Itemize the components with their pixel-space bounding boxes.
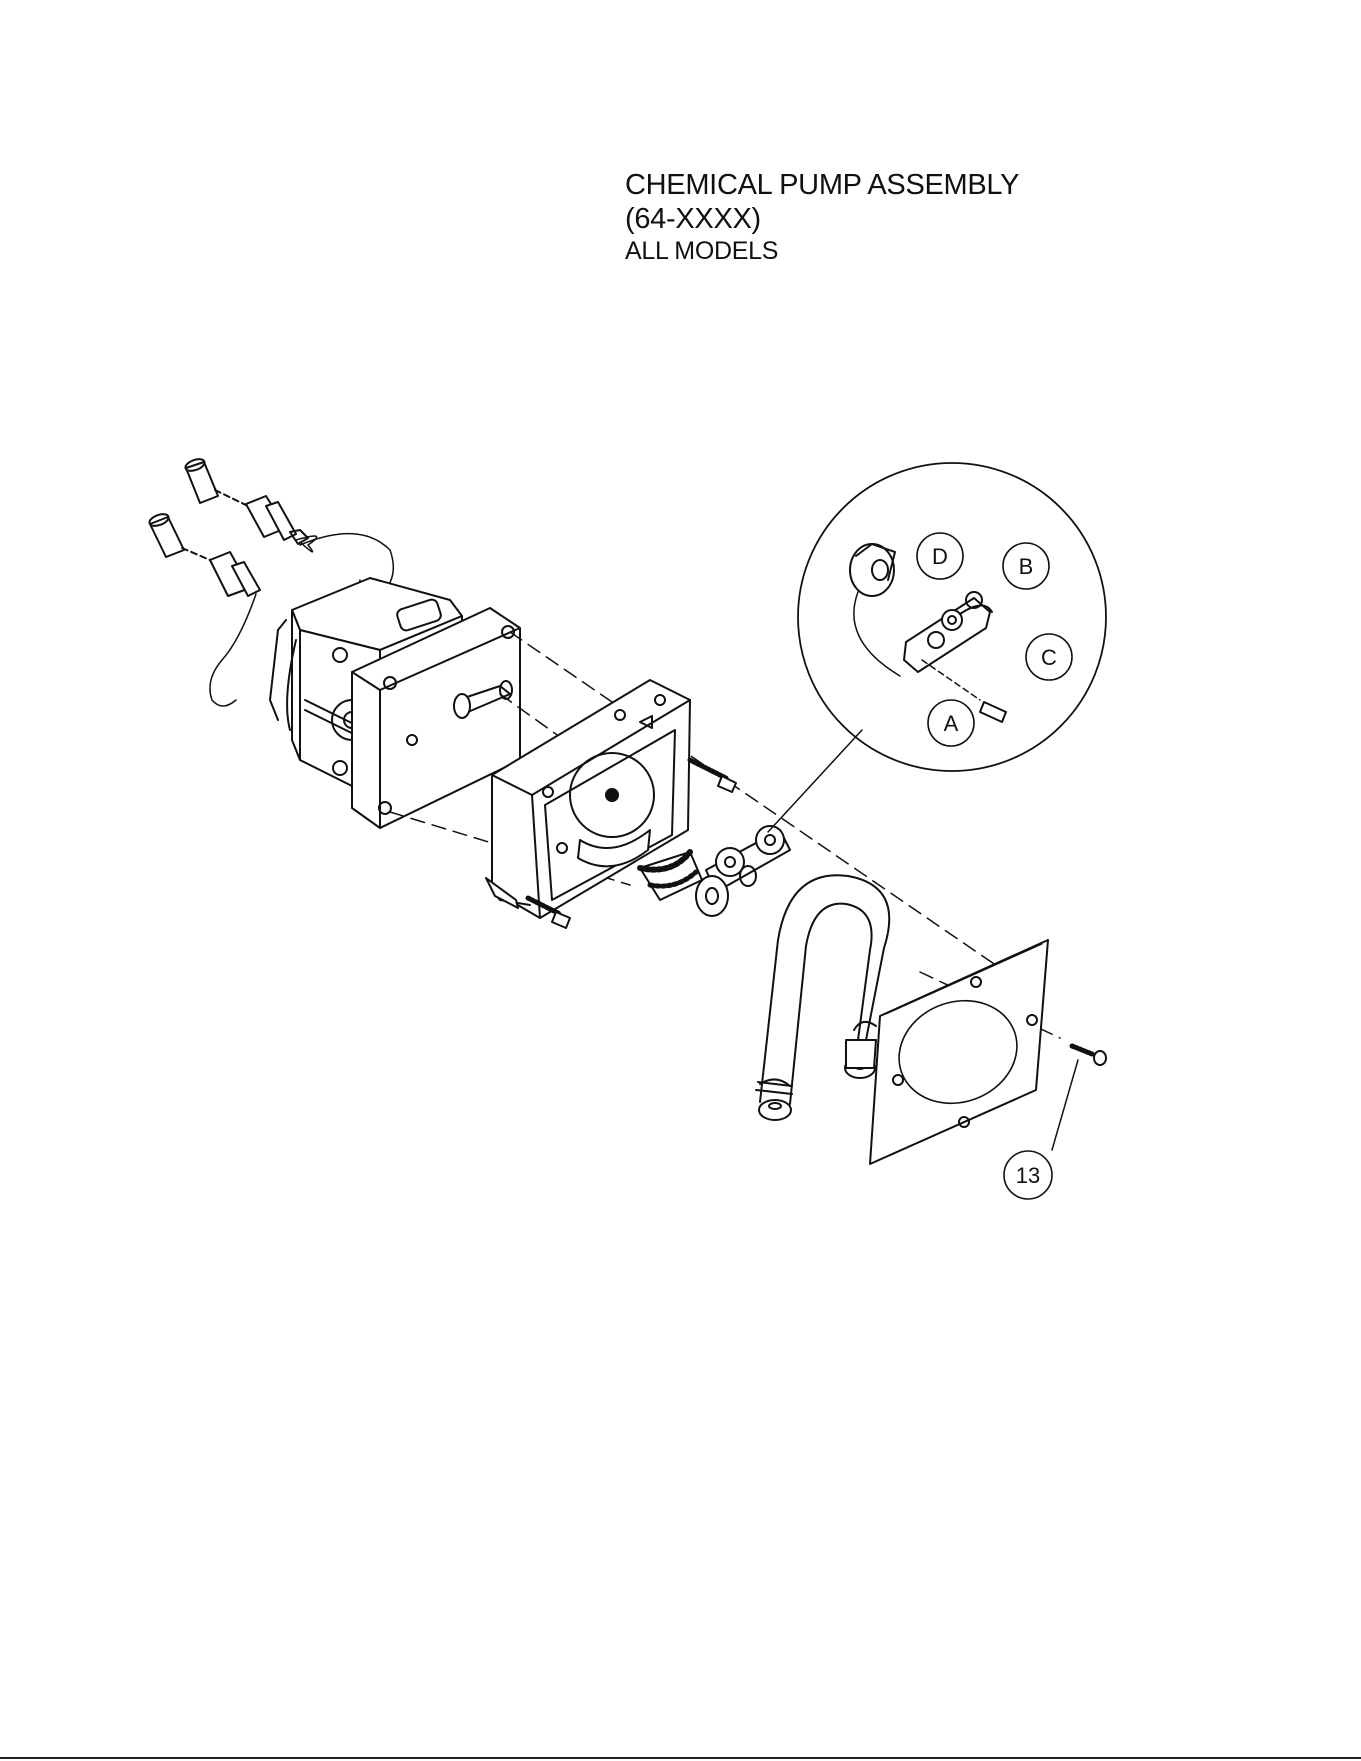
callout-A-label: A <box>944 711 959 736</box>
callout-13-label: 13 <box>1016 1163 1040 1188</box>
roller-assembly <box>696 826 790 916</box>
callout-C: C <box>1026 634 1072 680</box>
detail-leader-line <box>768 730 862 832</box>
page-bottom-rule <box>0 1757 1361 1759</box>
pump-tubing <box>756 875 889 1120</box>
callout-13: 13 <box>1004 1151 1052 1199</box>
callout-C-label: C <box>1041 645 1057 670</box>
callout-B: B <box>1003 543 1049 589</box>
screw-upper <box>690 760 736 792</box>
rotor-segment <box>640 852 702 900</box>
callout-D: D <box>917 533 963 579</box>
callout-B-label: B <box>1019 554 1034 579</box>
callout-D-label: D <box>932 544 948 569</box>
screw-13 <box>1052 1046 1106 1150</box>
cover-plate <box>870 940 1048 1164</box>
callout-A: A <box>928 700 974 746</box>
